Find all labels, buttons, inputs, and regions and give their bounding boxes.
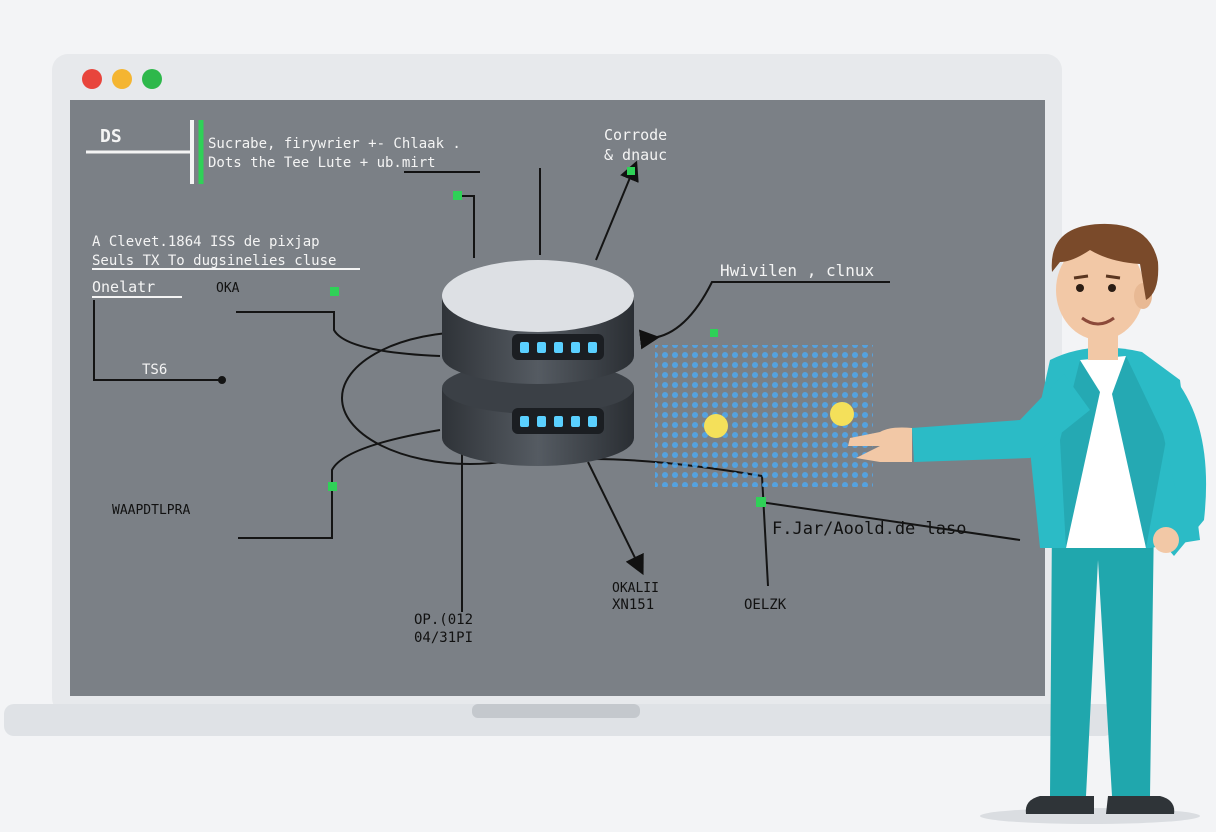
laptop-base <box>4 704 1114 736</box>
presenter-lapel <box>1112 356 1166 548</box>
maximize-dot-icon[interactable] <box>142 69 162 89</box>
label-oelzk: OELZK <box>744 597 787 613</box>
green-node <box>328 482 337 491</box>
presenter-eyebrows <box>1073 274 1121 280</box>
presenter-eye <box>1108 284 1116 292</box>
presenter-arm <box>912 374 1090 462</box>
server-led <box>571 416 580 427</box>
connector-end-dot <box>218 376 226 384</box>
server-led <box>520 416 529 427</box>
connector-ts6 <box>93 300 222 381</box>
window-controls <box>82 69 162 89</box>
connector-left-bottom <box>238 429 441 539</box>
green-node <box>627 167 635 175</box>
corrode-line-2: & dnauc <box>604 146 667 164</box>
server-led <box>588 416 597 427</box>
note-line-2: Dots the Tee Lute + ub.mirt <box>208 155 436 171</box>
connector-path <box>759 501 1021 541</box>
presenter-eye <box>1076 284 1084 292</box>
label-left-bottom: WAAPDTLPRA <box>112 503 190 518</box>
presenter-hand <box>1153 527 1179 553</box>
client-block: A Clevet.1864 ISS de pixjap Seuls TX To … <box>92 234 360 270</box>
server-leds <box>520 342 597 427</box>
presenter-pants <box>1050 520 1154 796</box>
client-line-1: A Clevet.1864 ISS de pixjap <box>92 234 320 250</box>
client-line-2: Seuls TX To dugsinelies cluse <box>92 253 336 269</box>
note-line-1: Sucrabe, firywrier +- Chlaak . <box>208 136 461 152</box>
arrow-xn <box>587 461 644 576</box>
green-node <box>453 191 462 200</box>
label-xn-line-2: XN151 <box>612 597 654 613</box>
grid-node-yellow <box>830 402 854 426</box>
presenter-illustration <box>848 223 1207 824</box>
server-led <box>520 342 529 353</box>
presenter-hair <box>1051 223 1159 300</box>
presenter-arm <box>1152 380 1207 556</box>
arrow-hwivilen <box>638 281 890 350</box>
green-node <box>756 497 766 507</box>
corrode-label: Corrode & dnauc <box>604 126 667 164</box>
label-ts6: TS6 <box>142 362 167 378</box>
label-oka: OKA <box>216 281 240 296</box>
server-led <box>537 416 546 427</box>
label-op-line-1: OP.(012 <box>414 612 473 628</box>
close-dot-icon[interactable] <box>82 69 102 89</box>
connector-oka <box>236 311 441 357</box>
label-op-line-2: 04/31PI <box>414 630 473 646</box>
server-led <box>537 342 546 353</box>
database-server-icon <box>442 260 634 466</box>
screen-heading: DS <box>100 126 122 147</box>
label-onelatr: Onelatr <box>92 278 155 296</box>
presenter-shoe <box>1025 796 1094 814</box>
label-xn-line-1: OKALII <box>612 581 659 596</box>
green-nodes <box>328 167 766 507</box>
corrode-line-1: Corrode <box>604 126 667 144</box>
label-path: F.Jar/Aoold.de laso <box>772 519 966 539</box>
presenter-face <box>1056 240 1144 340</box>
server-led <box>554 342 563 353</box>
green-node <box>710 329 718 337</box>
minimize-dot-icon[interactable] <box>112 69 132 89</box>
server-led <box>588 342 597 353</box>
arrow-corrode <box>595 160 639 261</box>
grid-panel-icon <box>655 345 873 487</box>
label-hwivilen: Hwivilen , clnux <box>720 261 874 280</box>
server-led <box>554 416 563 427</box>
header-block: DS Sucrabe, firywrier +- Chlaak . Dots t… <box>86 120 480 184</box>
presenter-shoe <box>1106 796 1175 814</box>
grid-node-yellow <box>704 414 728 438</box>
presenter-hand <box>848 427 912 462</box>
presenter-smile <box>1081 316 1115 326</box>
server-top-cap <box>442 260 634 332</box>
green-node <box>330 287 339 296</box>
laptop-notch <box>472 704 640 718</box>
connector-top-green <box>458 195 475 258</box>
server-led <box>571 342 580 353</box>
